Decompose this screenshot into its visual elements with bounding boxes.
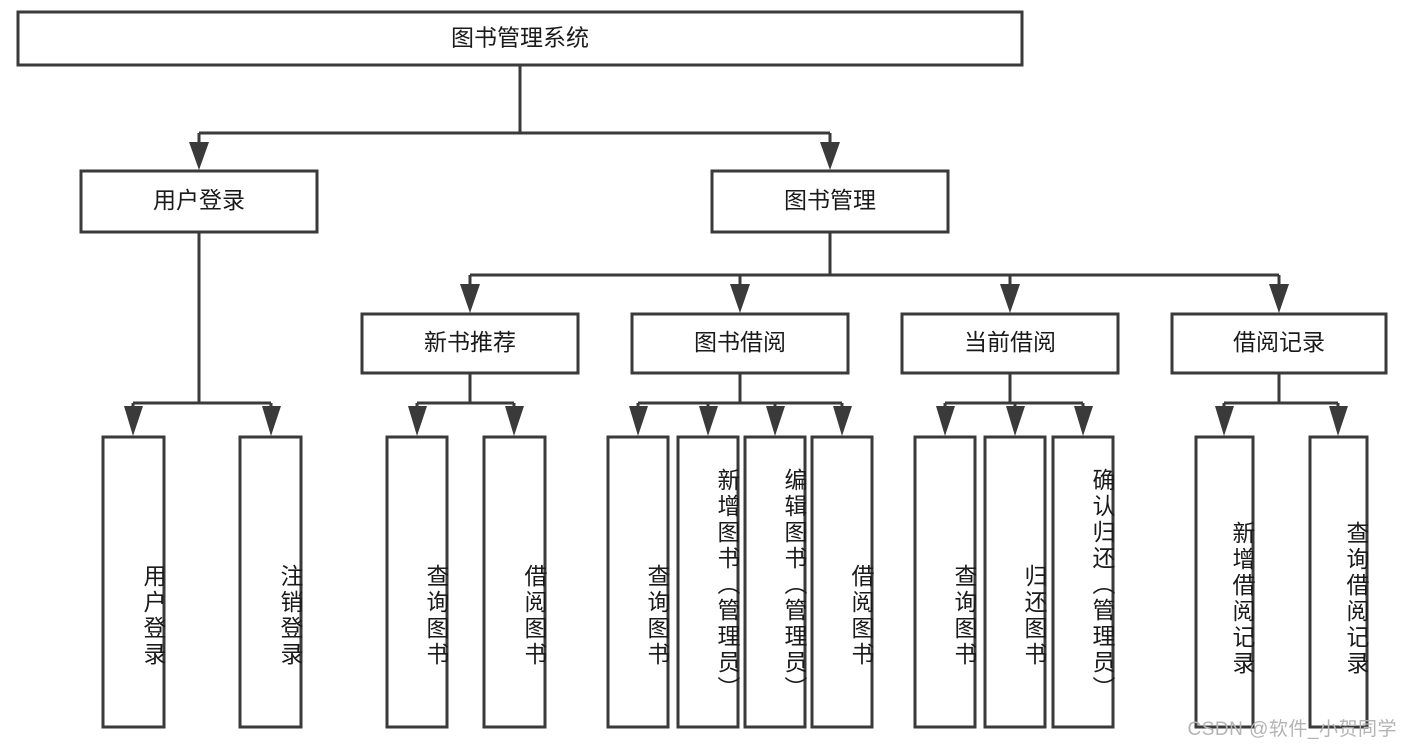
- leaf-box-query-book-1[interactable]: [385, 435, 449, 729]
- arrow-head-leaf-add-record: [1215, 406, 1234, 436]
- node-book-borrow-box[interactable]: [630, 312, 850, 375]
- arrow-head-leaf-query-book-3: [936, 406, 955, 436]
- leaf-box-query-record[interactable]: [1308, 435, 1369, 729]
- node-user-login-label: 用户登录: [153, 187, 245, 213]
- arrow-head-leaf-borrow-book-2: [833, 406, 852, 436]
- connector-group-userlogin-to-leaves: [124, 232, 281, 436]
- arrow-head-leaf-user-login: [124, 406, 143, 436]
- connector-group-newbook-to-leaves: [408, 373, 524, 436]
- arrow-head-new-book: [460, 284, 480, 313]
- arrow-head-current-borrow: [1000, 284, 1020, 313]
- node-new-book-recommend[interactable]: 新书推荐: [360, 312, 580, 375]
- leaf-box-query-book-3[interactable]: [913, 435, 977, 729]
- connector-group-currentborrow-to-leaves: [936, 373, 1093, 436]
- leaf-box-add-record[interactable]: [1194, 435, 1255, 729]
- node-book-management-box[interactable]: [710, 169, 950, 234]
- node-user-login-box[interactable]: [79, 169, 319, 234]
- leaf-box-edit-book[interactable]: [743, 435, 807, 729]
- arrow-head-borrow-book: [730, 284, 750, 313]
- arrow-head-leaf-logout: [262, 406, 281, 436]
- connector-group-bookmgmt-to-level3: [460, 232, 1289, 313]
- leaf-box-return-book[interactable]: [983, 435, 1047, 729]
- node-root[interactable]: 图书管理系统: [16, 10, 1024, 67]
- node-user-login[interactable]: 用户登录: [79, 169, 319, 234]
- node-current-borrow-label: 当前借阅: [964, 329, 1056, 355]
- node-current-borrow-box[interactable]: [900, 312, 1120, 375]
- node-current-borrow[interactable]: 当前借阅: [900, 312, 1120, 375]
- connector-group-borrowrecord-to-leaves: [1215, 373, 1348, 436]
- leaf-box-user-login[interactable]: [101, 435, 166, 729]
- arrow-head-leaf-add-book: [699, 406, 718, 436]
- arrow-head-book-mgmt: [820, 142, 840, 170]
- node-root-box[interactable]: [16, 10, 1024, 67]
- connector-group-root-to-level2: [189, 65, 840, 170]
- node-new-book-recommend-label: 新书推荐: [424, 329, 516, 355]
- leaf-box-confirm-return[interactable]: [1051, 435, 1115, 729]
- leaf-box-borrow-book-2[interactable]: [810, 435, 874, 729]
- arrow-head-leaf-borrow-book-1: [505, 406, 524, 436]
- arrow-head-leaf-query-record: [1329, 406, 1348, 436]
- arrow-head-leaf-query-book-2: [629, 406, 648, 436]
- arrow-head-user-login: [189, 142, 209, 170]
- leaf-box-query-book-2[interactable]: [606, 435, 670, 729]
- node-book-management-label: 图书管理: [784, 187, 876, 213]
- csdn-watermark: CSDN @软件_小贺同学: [1187, 719, 1397, 740]
- arrow-head-leaf-confirm-return: [1074, 406, 1093, 436]
- connector-group-borrowbook-to-leaves: [629, 373, 852, 436]
- node-root-label: 图书管理系统: [451, 25, 589, 51]
- node-book-borrow[interactable]: 图书借阅: [630, 312, 850, 375]
- node-borrow-record-box[interactable]: [1170, 312, 1388, 375]
- arrow-head-leaf-edit-book: [766, 406, 785, 436]
- leaf-box-logout[interactable]: [238, 435, 303, 729]
- arrow-head-leaf-return-book: [1006, 406, 1025, 436]
- arrow-head-leaf-query-book-1: [408, 406, 427, 436]
- leaf-box-borrow-book-1[interactable]: [482, 435, 547, 729]
- node-book-management[interactable]: 图书管理: [710, 169, 950, 234]
- arrow-head-borrow-record: [1269, 284, 1289, 313]
- node-new-book-recommend-box[interactable]: [360, 312, 580, 375]
- node-borrow-record[interactable]: 借阅记录: [1170, 312, 1388, 375]
- leaf-box-add-book[interactable]: [676, 435, 740, 729]
- node-book-borrow-label: 图书借阅: [694, 329, 786, 355]
- node-borrow-record-label: 借阅记录: [1233, 329, 1325, 355]
